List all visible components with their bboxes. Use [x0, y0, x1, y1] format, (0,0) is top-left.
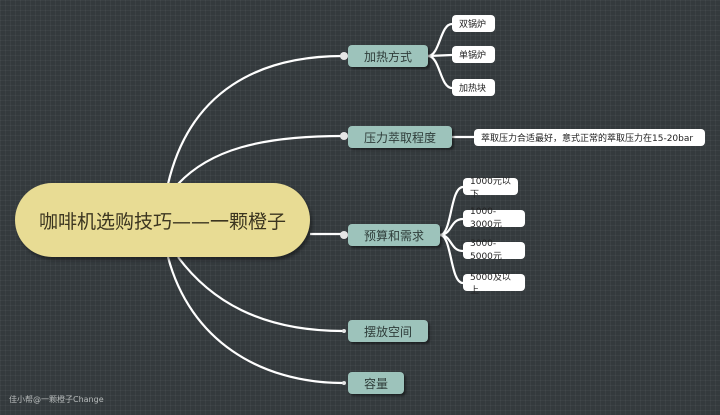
branch-budget[interactable]: 预算和需求 — [348, 224, 440, 246]
collapse-handle-heating — [340, 52, 348, 60]
connector-pressure — [177, 134, 344, 185]
connector-heating — [166, 54, 344, 185]
leaf-single-boiler[interactable]: 单锅炉 — [452, 46, 495, 63]
leaf-thermoblock[interactable]: 加热块 — [452, 79, 495, 96]
leaf-double-boiler[interactable]: 双锅炉 — [452, 15, 495, 32]
connector-capacity — [166, 256, 344, 385]
watermark: 佳小帮@一颗橙子Change — [9, 395, 104, 404]
branch-heating[interactable]: 加热方式 — [348, 45, 428, 67]
leaf-budget-1[interactable]: 1000元以下 — [463, 177, 518, 200]
branch-space[interactable]: 摆放空间 — [348, 320, 428, 342]
branch-pressure[interactable]: 压力萃取程度 — [348, 126, 452, 148]
collapse-handle-pressure — [340, 132, 348, 140]
leaf-budget-4[interactable]: 5000及以上 — [463, 273, 525, 296]
leaf-budget-2[interactable]: 1000-3000元 — [463, 207, 525, 230]
connector-space — [177, 256, 344, 333]
connector-budget-4 — [439, 233, 464, 285]
root-topic[interactable]: 咖啡机选购技巧——一颗橙子 — [15, 183, 310, 257]
leaf-budget-3[interactable]: 3000-5000元 — [463, 239, 525, 262]
collapse-handle-budget — [340, 231, 348, 239]
connector-leaf-1 — [427, 22, 453, 58]
connector-leaf-2 — [427, 53, 453, 58]
leaf-pressure-note[interactable]: 萃取压力合适最好，意式正常的萃取压力在15-20bar — [474, 129, 705, 146]
connector-leaf-3 — [427, 54, 453, 90]
branch-capacity[interactable]: 容量 — [348, 372, 404, 394]
